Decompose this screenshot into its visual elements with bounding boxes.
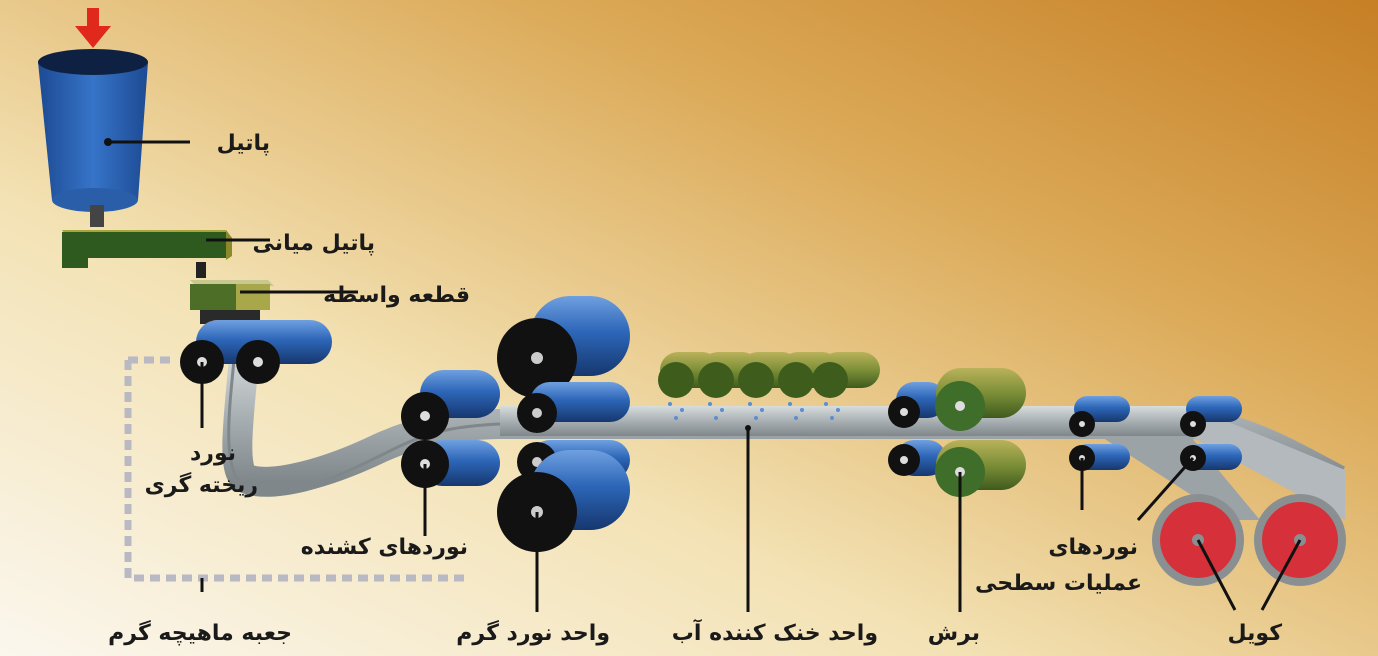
surface-treatment-rolls xyxy=(1069,396,1242,471)
label-pinch-rolls: نوردهای کشنده xyxy=(301,535,468,560)
hot-box-outline xyxy=(124,360,470,582)
label-finish-line1: نوردهای xyxy=(1048,535,1138,560)
label-caster-line2: ریخته گری xyxy=(145,471,258,498)
label-shear: برش xyxy=(928,621,980,646)
casting-rolls xyxy=(180,320,332,384)
pour-arrow-icon xyxy=(75,8,111,48)
label-caster-line1: نورد xyxy=(190,441,236,466)
cooling-unit xyxy=(658,352,880,420)
tundish xyxy=(62,230,232,278)
leader-lines xyxy=(108,140,1302,612)
label-hot-rolling: واحد نورد گرم xyxy=(456,619,610,646)
ladle xyxy=(38,49,148,227)
label-finish-line2: عملیات سطحی xyxy=(975,571,1142,596)
label-cooling: واحد خنک کننده آب xyxy=(672,618,878,646)
label-ladle: پاتیل xyxy=(217,131,270,156)
label-hot-box: جعبه ماهیچه گرم xyxy=(108,619,292,646)
label-coil: کویل xyxy=(1228,621,1283,646)
label-tundish: پاتیل میانی xyxy=(253,231,375,256)
label-connector: قطعه واسطه xyxy=(323,283,470,308)
